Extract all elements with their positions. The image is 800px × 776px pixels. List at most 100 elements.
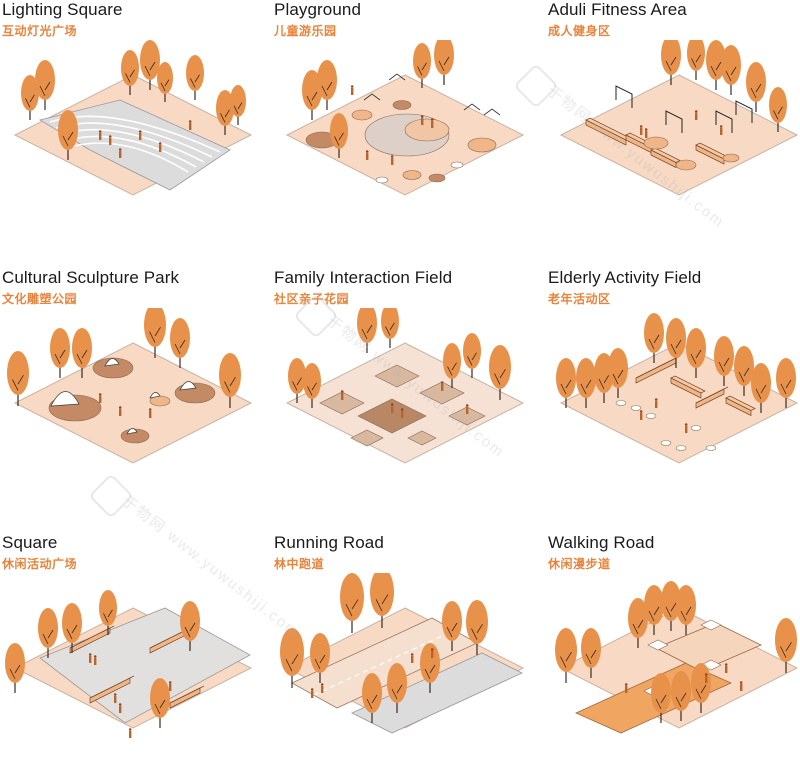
person: [410, 653, 414, 663]
panel: Aduli Fitness Area 成人健身区: [546, 0, 800, 243]
panel-title-cn: 成人健身区: [548, 24, 611, 38]
tree: [644, 585, 664, 635]
tree: [721, 45, 741, 95]
running-road-scene: [280, 573, 525, 734]
walking-road-scene: [555, 581, 799, 734]
fitness-frame: [715, 110, 733, 133]
person: [93, 655, 97, 665]
tree: [734, 346, 754, 396]
tree: [21, 75, 39, 120]
tree: [463, 333, 481, 378]
person: [98, 393, 102, 403]
person: [694, 110, 698, 120]
ground-plane: [13, 342, 253, 464]
person: [128, 728, 132, 738]
tree: [121, 50, 139, 95]
play-disc: [402, 170, 422, 180]
tree: [686, 328, 706, 378]
tree: [144, 308, 166, 358]
white-sculpture: [104, 358, 120, 367]
person: [138, 130, 142, 140]
panel-title-cn: 儿童游乐园: [274, 24, 337, 38]
tree: [330, 113, 348, 158]
exercise-pad: [722, 153, 740, 163]
tree: [714, 336, 734, 386]
person: [118, 148, 122, 158]
person: [390, 155, 394, 165]
tree: [219, 353, 241, 408]
person: [739, 681, 743, 691]
play-disc: [428, 173, 446, 183]
panel-title-cn: 老年活动区: [548, 292, 611, 306]
person: [350, 85, 354, 95]
tree: [150, 678, 170, 728]
tree: [671, 671, 691, 721]
lane-line: [313, 629, 456, 696]
elderly-field-scene: [556, 313, 799, 464]
square-scene: [5, 590, 253, 738]
tree: [434, 40, 454, 85]
panel-title-en: Family Interaction Field: [274, 268, 453, 287]
person: [113, 693, 117, 703]
garden-plot: [319, 391, 365, 415]
tree: [706, 40, 726, 90]
person: [644, 128, 648, 138]
tree: [38, 608, 58, 658]
fitness-frame: [735, 100, 753, 123]
walking-path: [655, 622, 762, 672]
tree: [661, 40, 681, 85]
panel-title-en: Aduli Fitness Area: [548, 0, 687, 19]
panel-title-en: Cultural Sculpture Park: [2, 268, 180, 287]
tree: [317, 60, 337, 110]
tree: [746, 62, 766, 112]
tree: [180, 601, 200, 651]
person: [118, 406, 122, 416]
bench: [585, 117, 631, 146]
person: [390, 403, 394, 413]
round-table: [690, 425, 702, 431]
round-table: [675, 445, 687, 451]
round-table: [660, 440, 672, 446]
round-table: [645, 413, 657, 419]
tree: [466, 600, 488, 655]
bench: [695, 386, 729, 409]
exercise-pad: [675, 159, 697, 171]
planter-box: [700, 619, 722, 631]
tree: [676, 585, 696, 635]
panel-title-cn: 文化雕塑公园: [2, 292, 78, 306]
tree: [310, 633, 330, 683]
fitness-frame: [615, 85, 633, 108]
fitness-area-scene: [559, 40, 799, 196]
tree: [442, 601, 462, 651]
person: [365, 150, 369, 160]
tree: [775, 618, 797, 673]
square-pavement: [39, 607, 251, 724]
ground-plane: [285, 342, 525, 464]
bench: [89, 675, 135, 704]
tree: [303, 363, 321, 408]
tree: [288, 358, 306, 403]
central-garden: [357, 398, 427, 434]
person: [340, 390, 344, 400]
person: [724, 663, 728, 673]
garden-plot: [419, 381, 465, 405]
bench: [169, 685, 205, 709]
light-strip: [73, 142, 189, 173]
garden-plot: [374, 364, 420, 388]
person: [704, 673, 708, 683]
tree: [661, 581, 681, 631]
shade-canopy: [363, 93, 381, 101]
person: [684, 423, 688, 433]
stepping-stone: [450, 161, 464, 169]
playground-scene: [285, 40, 525, 196]
person: [624, 683, 628, 693]
tree: [170, 318, 190, 368]
garden-plot: [407, 430, 437, 446]
person: [440, 381, 444, 391]
panel-title-cn: 林中跑道: [274, 557, 325, 571]
person: [168, 681, 172, 691]
stepping-stone: [375, 176, 389, 184]
